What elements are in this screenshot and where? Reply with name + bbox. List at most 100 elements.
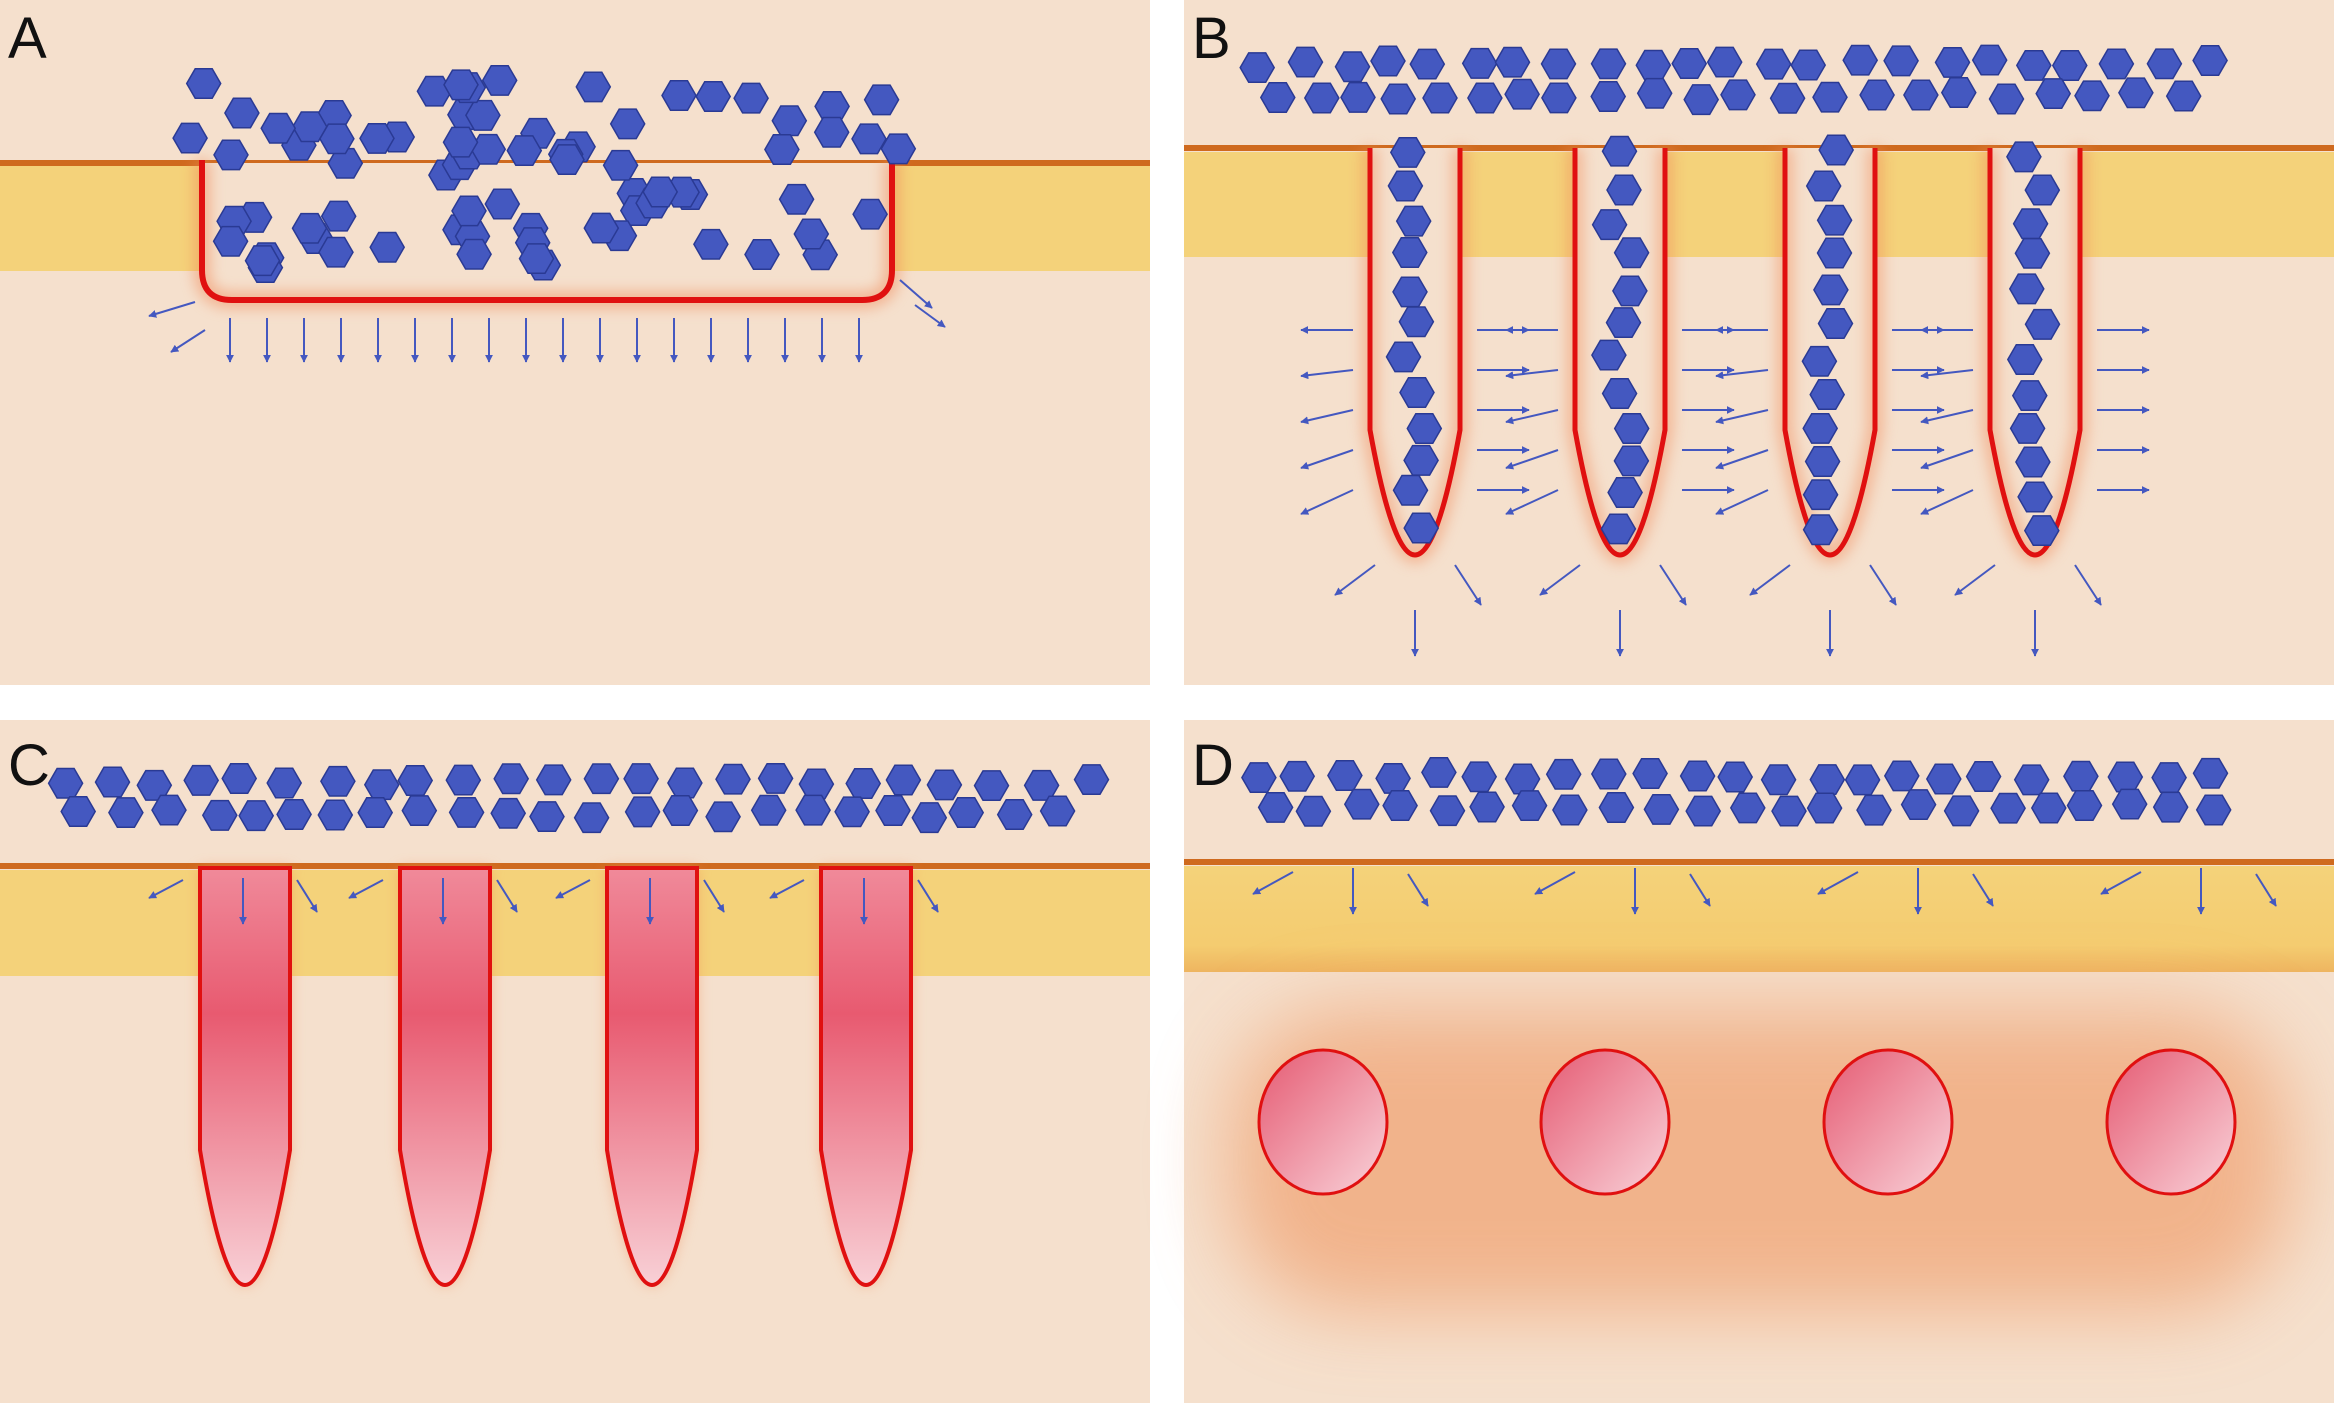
hexagon-icon <box>2030 792 2067 824</box>
hexagon-icon <box>291 212 328 244</box>
hexagon-icon <box>1965 761 2002 793</box>
hexagon-icon <box>1541 82 1577 114</box>
hexagon-icon <box>317 799 354 831</box>
drug-depot <box>1539 1048 1671 1196</box>
hexagon-icon <box>2006 141 2042 173</box>
hexagon-icon <box>1403 444 1439 476</box>
hexagon-icon <box>1771 795 1807 827</box>
panel-b: B <box>1184 0 2334 685</box>
hexagon-icon <box>1903 79 1939 111</box>
hexagon-icon <box>1801 345 1838 377</box>
hexagon-icon <box>1900 789 1937 821</box>
arrow-icon <box>1252 871 1294 895</box>
hexagon-icon <box>212 225 249 257</box>
hexagon-icon <box>397 765 434 796</box>
hexagon-icon <box>1760 764 1797 796</box>
hexagon-icon <box>1327 760 1363 791</box>
hexagon-icon <box>1812 81 1848 113</box>
hexagon-icon <box>151 794 187 826</box>
arrow-icon <box>1300 489 1354 515</box>
hexagon-icon <box>318 236 354 268</box>
arrow-icon <box>348 879 384 899</box>
hexagon-icon <box>1940 77 1977 109</box>
microchannel-outline <box>1572 148 1668 558</box>
well-outline <box>199 160 895 303</box>
hexagon-icon <box>2024 174 2061 206</box>
hexagon-icon <box>1613 412 1650 444</box>
hexagon-icon <box>108 797 144 829</box>
hexagon-icon <box>2006 344 2043 375</box>
hexagon-icon <box>401 795 438 827</box>
arrow-icon <box>1454 564 1482 606</box>
hexagon-icon <box>490 797 527 829</box>
hexagon-icon <box>1409 48 1446 80</box>
hexagon-icon <box>1809 379 1846 411</box>
hexagon-icon <box>266 767 303 799</box>
hexagon-icon <box>1552 794 1588 826</box>
hexagon-icon <box>1971 44 2008 76</box>
hexagon-icon <box>1380 83 1417 115</box>
hexagon-icon <box>2151 762 2187 794</box>
hexagon-icon <box>852 198 888 230</box>
arrow-icon <box>1954 564 1996 596</box>
skin-surface-line <box>1184 145 2334 151</box>
hexagon-icon <box>2015 49 2052 81</box>
hexagon-icon <box>1818 134 1855 166</box>
hexagon-icon <box>484 188 521 220</box>
hexagon-icon <box>695 80 732 112</box>
hexagon-icon <box>260 112 297 144</box>
hexagon-icon <box>2107 761 2144 793</box>
hexagon-icon <box>2035 78 2072 110</box>
hexagon-icon <box>1802 514 1839 546</box>
hexagon-icon <box>1635 49 1672 81</box>
hexagon-icon <box>573 802 610 834</box>
hexagon-icon <box>2009 412 2046 444</box>
hexagon-icon <box>1392 474 1429 506</box>
hexagon-icon <box>1504 763 1541 795</box>
hexagon-icon <box>1287 46 1324 78</box>
arrow-icon <box>1715 489 1769 515</box>
hexagon-icon <box>1590 48 1627 80</box>
hexagon-icon <box>2011 380 2048 412</box>
hexagon-icon <box>1422 82 1458 114</box>
hexagon-icon <box>1469 791 1505 823</box>
filled-channel <box>819 866 913 1287</box>
hexagon-icon <box>1729 792 1766 824</box>
hexagon-icon <box>1239 52 1276 84</box>
hexagon-icon <box>1591 339 1627 371</box>
arrow-icon <box>2100 871 2142 895</box>
tissue-background <box>0 0 1150 685</box>
hexagon-icon <box>1403 512 1440 544</box>
arrow-icon <box>1715 369 1769 380</box>
hexagon-icon <box>1590 81 1627 112</box>
epidermis-layer <box>1184 866 2334 972</box>
filled-channel <box>398 866 492 1287</box>
microchannel-outline <box>1782 148 1878 558</box>
arrow-icon <box>1505 409 1559 425</box>
drug-depot <box>1257 1048 1389 1196</box>
hexagon-icon <box>1844 764 1881 796</box>
hexagon-icon <box>2023 515 2060 547</box>
arrow-icon <box>2255 873 2277 907</box>
hexagon-icon <box>244 245 281 277</box>
hexagon-icon <box>2066 790 2103 821</box>
hexagon-icon <box>1934 46 1971 78</box>
hexagon-icon <box>813 116 850 148</box>
hexagon-icon <box>465 99 501 131</box>
hexagon-icon <box>2015 446 2051 478</box>
epidermis-layer <box>1184 152 2334 257</box>
hexagon-icon <box>1988 83 2025 115</box>
hexagon-icon <box>750 794 787 826</box>
hexagon-icon <box>549 144 585 176</box>
hexagon-icon <box>443 69 479 101</box>
hexagon-icon <box>1769 82 1806 114</box>
hexagon-icon <box>1802 412 1839 444</box>
hexagon-icon <box>172 122 208 154</box>
panel-label-b: B <box>1192 6 1231 71</box>
hexagon-icon <box>1943 795 1980 827</box>
hexagon-icon <box>2013 764 2050 796</box>
hexagon-icon <box>2024 308 2061 340</box>
hexagon-icon <box>609 108 646 140</box>
hexagon-icon <box>224 97 260 129</box>
panel-label-a: A <box>8 6 47 71</box>
